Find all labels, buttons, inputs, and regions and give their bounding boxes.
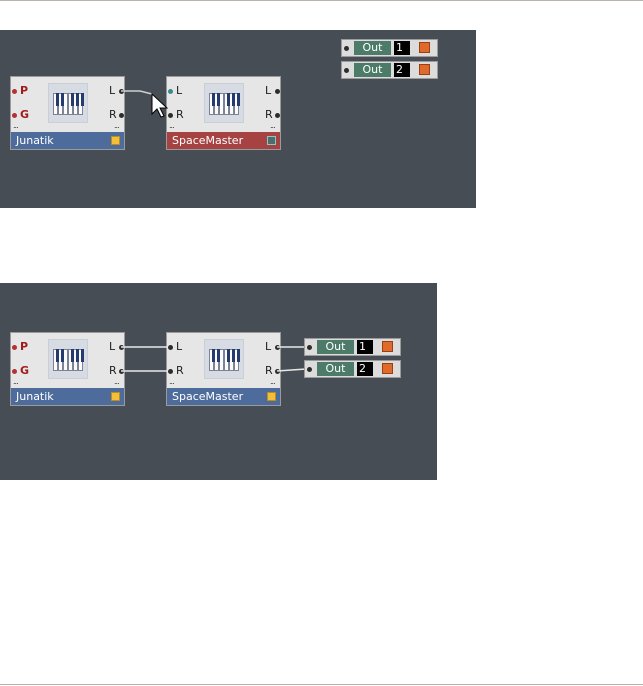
junatik-module[interactable]: P G ... L R ... Junatik xyxy=(10,76,125,150)
wire-layer xyxy=(121,90,169,118)
module-indicator-icon[interactable] xyxy=(267,392,276,401)
r-in-port[interactable] xyxy=(168,369,173,374)
l-port-label: L xyxy=(176,84,183,97)
out-indicator-icon[interactable] xyxy=(419,64,430,75)
module-name: Junatik xyxy=(16,134,54,147)
top-rule xyxy=(0,0,643,1)
wire-spacemaster-r-to-out-2 xyxy=(276,368,307,372)
out-label: Out xyxy=(317,340,354,354)
module-name: SpaceMaster xyxy=(172,390,244,403)
g-in-port[interactable] xyxy=(12,113,17,118)
l-in-port[interactable] xyxy=(168,89,173,94)
module-indicator-icon[interactable] xyxy=(267,136,276,145)
r-out-port[interactable] xyxy=(119,113,124,118)
ports-more-icon: ... xyxy=(13,121,19,130)
structure-panel-2[interactable]: P G ... L R ... Junatik L R ... L R ... xyxy=(0,283,437,480)
r-port-label: R xyxy=(265,108,273,121)
piano-keyboard-icon xyxy=(204,339,244,379)
r-in-port[interactable] xyxy=(168,113,173,118)
spacemaster-name-bar[interactable]: SpaceMaster xyxy=(167,388,280,405)
ports-more-icon: ... xyxy=(169,377,175,386)
ports-more-icon: ... xyxy=(270,377,276,386)
g-port-label: G xyxy=(20,364,30,377)
piano-keyboard-icon xyxy=(48,83,88,123)
module-name: SpaceMaster xyxy=(172,134,244,147)
module-name: Junatik xyxy=(16,390,54,403)
l-port-label: L xyxy=(109,84,116,97)
piano-keyboard-icon xyxy=(48,339,88,379)
l-port-label: L xyxy=(265,84,272,97)
out-in-port[interactable] xyxy=(344,46,349,51)
out-label: Out xyxy=(317,362,354,376)
l-in-port[interactable] xyxy=(168,345,173,350)
out-module-2[interactable]: Out 2 xyxy=(304,360,401,378)
p-port-label: P xyxy=(20,84,29,97)
junatik-name-bar[interactable]: Junatik xyxy=(11,132,124,149)
out-in-port[interactable] xyxy=(307,367,312,372)
g-in-port[interactable] xyxy=(12,369,17,374)
l-port-label: L xyxy=(109,340,116,353)
r-port-label: R xyxy=(176,364,184,377)
r-port-label: R xyxy=(265,364,273,377)
r-port-label: R xyxy=(176,108,184,121)
out-indicator-icon[interactable] xyxy=(382,363,393,374)
piano-keyboard-icon xyxy=(204,83,244,123)
ports-more-icon: ... xyxy=(114,121,120,130)
out-in-port[interactable] xyxy=(344,68,349,73)
structure-panel-1[interactable]: P G ... L R ... Junatik L R ... L R ... xyxy=(0,30,476,208)
r-out-port[interactable] xyxy=(275,113,280,118)
wire-layer xyxy=(121,346,307,372)
mouse-cursor-icon xyxy=(151,92,169,118)
out-module-2[interactable]: Out 2 xyxy=(341,61,438,79)
r-port-label: R xyxy=(109,108,117,121)
module-indicator-icon[interactable] xyxy=(111,136,120,145)
spacemaster-name-bar[interactable]: SpaceMaster xyxy=(167,132,280,149)
out-in-port[interactable] xyxy=(307,345,312,350)
bottom-rule xyxy=(0,684,643,685)
spacemaster-module[interactable]: L R ... L R ... SpaceMaster xyxy=(166,332,281,406)
spacemaster-module[interactable]: L R ... L R ... SpaceMaster xyxy=(166,76,281,150)
junatik-module[interactable]: P G ... L R ... Junatik xyxy=(10,332,125,406)
module-indicator-icon[interactable] xyxy=(111,392,120,401)
dragging-wire xyxy=(121,90,153,95)
out-label: Out xyxy=(354,41,391,55)
ports-more-icon: ... xyxy=(13,377,19,386)
ports-more-icon: ... xyxy=(114,377,120,386)
ports-more-icon: ... xyxy=(270,121,276,130)
junatik-name-bar[interactable]: Junatik xyxy=(11,388,124,405)
out-module-1[interactable]: Out 1 xyxy=(341,39,438,57)
l-port-label: L xyxy=(176,340,183,353)
r-port-label: R xyxy=(109,364,117,377)
out-indicator-icon[interactable] xyxy=(382,341,393,352)
g-port-label: G xyxy=(20,108,30,121)
l-out-port[interactable] xyxy=(275,89,280,94)
out-channel[interactable]: 2 xyxy=(357,362,373,376)
l-port-label: L xyxy=(265,340,272,353)
out-channel[interactable]: 2 xyxy=(394,63,410,77)
p-in-port[interactable] xyxy=(12,345,17,350)
out-channel[interactable]: 1 xyxy=(357,340,373,354)
ports-more-icon: ... xyxy=(169,121,175,130)
out-module-1[interactable]: Out 1 xyxy=(304,338,401,356)
p-port-label: P xyxy=(20,340,29,353)
out-label: Out xyxy=(354,63,391,77)
p-in-port[interactable] xyxy=(12,89,17,94)
out-channel[interactable]: 1 xyxy=(394,41,410,55)
out-indicator-icon[interactable] xyxy=(419,42,430,53)
